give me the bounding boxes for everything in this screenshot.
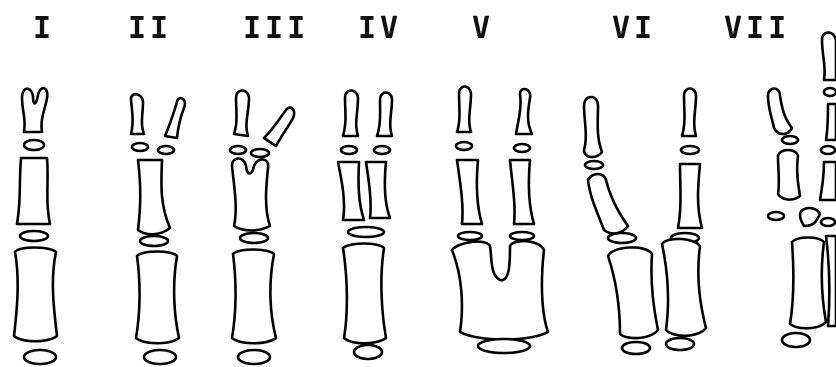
panel-label-7: VII [724, 11, 790, 46]
panel-7-bones [768, 33, 836, 348]
panel-label-2: II [128, 11, 172, 46]
panel-label-3: III [243, 11, 309, 46]
panel-3-bones [230, 91, 294, 365]
panel-1-bones [14, 88, 57, 364]
panel-label-6: VI [612, 11, 656, 46]
panel-5-bones [452, 87, 548, 354]
panel-label-4: IV [358, 11, 402, 46]
panel-label-1: I [33, 11, 55, 46]
panel-6-bones [584, 89, 706, 355]
panel-label-5: V [472, 11, 494, 46]
panel-4-bones [338, 91, 392, 360]
panel-2-bones [131, 94, 185, 364]
